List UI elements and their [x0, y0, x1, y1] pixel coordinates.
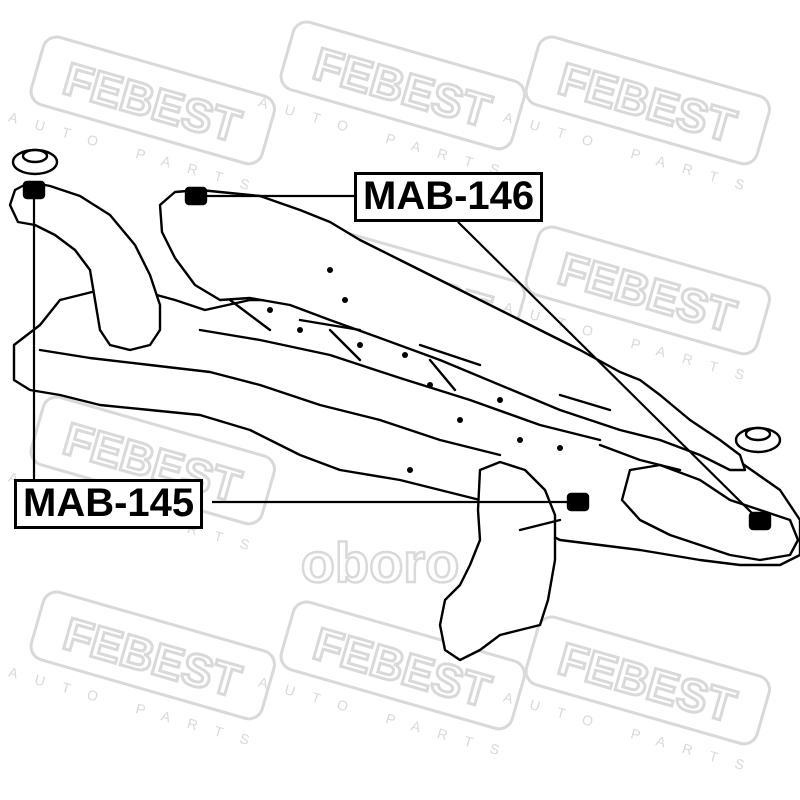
loose-washer-right: [734, 426, 782, 454]
callout-mab-145[interactable]: MAB-145: [14, 479, 204, 529]
callout-mab-146[interactable]: MAB-146: [354, 172, 544, 222]
watermark-stamp: FEBEST AUTO PARTS: [502, 615, 771, 778]
loose-washer-left: [11, 148, 59, 176]
subframe-main-body: [12, 283, 800, 567]
subframe-upper-rail: [158, 188, 747, 472]
subframe-drawing: [8, 180, 800, 662]
subframe-mid-bracket: [438, 460, 557, 662]
watermark-stamp: FEBEST AUTO PARTS: [257, 20, 526, 183]
subframe-left-tower: [8, 180, 162, 352]
watermark-stamp: FEBEST AUTO PARTS: [7, 590, 276, 753]
leader-lines: [32, 190, 761, 522]
mounting-holes: [267, 267, 563, 473]
subframe-detail-lines: [38, 298, 682, 532]
leader-146-right: [457, 221, 761, 522]
watermark-stamp: FEBEST AUTO PARTS: [502, 35, 771, 198]
subframe-right-pad: [620, 463, 800, 562]
center-watermark: oboro: [301, 531, 460, 594]
watermark-stamp: FEBEST AUTO PARTS: [7, 35, 276, 198]
